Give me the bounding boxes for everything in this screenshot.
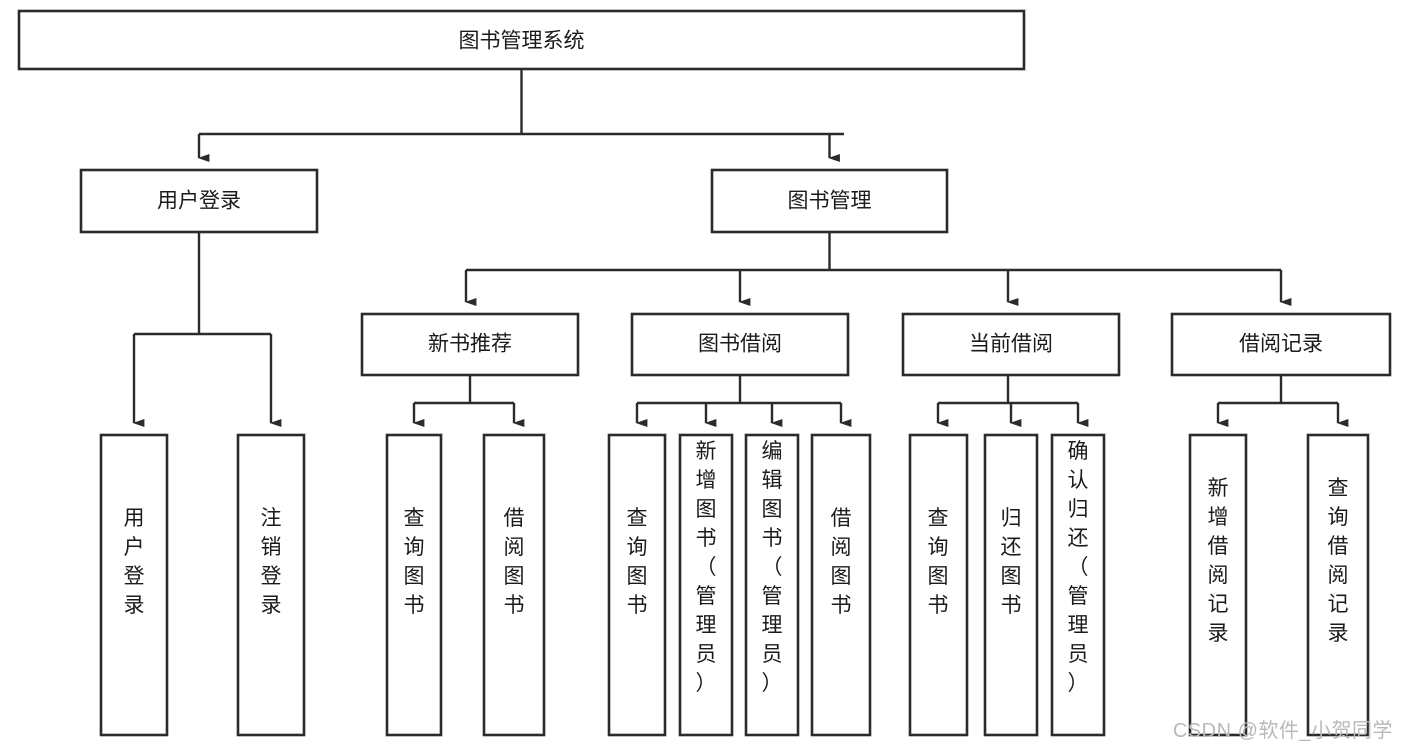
leaf-add-book-label: 新增图书（管理员）	[696, 440, 717, 695]
node-book-borrow-box[interactable]	[630, 312, 850, 377]
leaf-node[interactable]: 确认归还（管理员）	[1050, 433, 1106, 737]
leaf-add-borrow-record-label: 新增借阅记录	[1208, 477, 1229, 645]
leaf-node[interactable]: 借阅图书	[810, 433, 872, 737]
connector-group-book-borrow	[635, 375, 852, 428]
leaf-node[interactable]: 查询图书	[908, 433, 969, 737]
leaf-node[interactable]: 查询图书	[607, 433, 667, 737]
node-book-mgmt-label: 图书管理	[788, 190, 872, 213]
node-book-mgmt-box[interactable]	[710, 168, 949, 234]
node-root-box[interactable]	[17, 9, 1026, 71]
leaf-edit-book-label: 编辑图书（管理员）	[762, 440, 783, 695]
leaf-add-book-box[interactable]	[678, 433, 734, 737]
connector-group-current-borrow	[936, 375, 1089, 428]
leaf-borrow-book-box[interactable]	[810, 433, 872, 737]
leaf-node[interactable]: 新增借阅记录	[1188, 433, 1248, 737]
leaf-user-login-label: 用户登录	[124, 507, 145, 617]
node-root-label: 图书管理系统	[459, 30, 585, 53]
leaf-node[interactable]: 查询图书	[385, 433, 443, 737]
leaf-query-book-rec-box[interactable]	[385, 433, 443, 737]
leaf-borrow-book-label: 借阅图书	[831, 507, 852, 617]
leaf-node[interactable]: 编辑图书（管理员）	[744, 433, 800, 737]
node-user-login[interactable]: 用户登录	[79, 168, 319, 234]
node-new-book-rec-box[interactable]	[360, 312, 580, 377]
leaf-borrow-book-rec-label: 借阅图书	[504, 507, 525, 617]
leaf-query-book-borrow-box[interactable]	[607, 433, 667, 737]
connector-group-root	[197, 69, 844, 163]
leaf-node[interactable]: 归还图书	[983, 433, 1039, 737]
connector-group-user-login	[132, 232, 282, 428]
leaf-query-book-current-box[interactable]	[908, 433, 969, 737]
node-new-book-rec[interactable]: 新书推荐	[360, 312, 580, 377]
connector-group-borrow-record	[1216, 375, 1349, 428]
leaf-query-borrow-record-label: 查询借阅记录	[1328, 477, 1349, 645]
node-book-mgmt[interactable]: 图书管理	[710, 168, 949, 234]
leaf-confirm-return-label: 确认归还（管理员）	[1068, 440, 1089, 695]
leaf-user-login-box[interactable]	[99, 433, 169, 737]
leaf-node[interactable]: 注销登录	[236, 433, 306, 737]
node-borrow-record-box[interactable]	[1170, 312, 1392, 377]
leaf-query-book-borrow-label: 查询图书	[627, 507, 648, 617]
node-new-book-rec-label: 新书推荐	[428, 333, 512, 356]
leaf-edit-book-box[interactable]	[744, 433, 800, 737]
leaf-query-book-rec-label: 查询图书	[404, 507, 425, 617]
connector-group-new-book-rec	[412, 375, 525, 428]
leaf-node[interactable]: 查询借阅记录	[1306, 433, 1370, 737]
leaf-query-borrow-record-box[interactable]	[1306, 433, 1370, 737]
node-borrow-record[interactable]: 借阅记录	[1170, 312, 1392, 377]
leaf-query-book-current-label: 查询图书	[928, 507, 949, 617]
leaf-logout-label: 注销登录	[261, 507, 282, 617]
node-current-borrow[interactable]: 当前借阅	[901, 312, 1121, 377]
leaf-confirm-return-box[interactable]	[1050, 433, 1106, 737]
node-book-borrow[interactable]: 图书借阅	[630, 312, 850, 377]
leaf-borrow-book-rec-box[interactable]	[482, 433, 546, 737]
leaf-add-borrow-record-box[interactable]	[1188, 433, 1248, 737]
node-book-borrow-label: 图书借阅	[698, 333, 782, 356]
node-current-borrow-label: 当前借阅	[969, 333, 1053, 356]
node-user-login-label: 用户登录	[157, 190, 241, 213]
leaf-node[interactable]: 用户登录	[99, 433, 169, 737]
leaf-node[interactable]: 借阅图书	[482, 433, 546, 737]
connector-group-book-mgmt	[464, 232, 1292, 307]
leaf-node[interactable]: 新增图书（管理员）	[678, 433, 734, 737]
leaf-return-book-box[interactable]	[983, 433, 1039, 737]
node-root[interactable]: 图书管理系统	[17, 9, 1026, 71]
node-borrow-record-label: 借阅记录	[1239, 333, 1323, 356]
node-user-login-box[interactable]	[79, 168, 319, 234]
leaf-return-book-label: 归还图书	[1001, 507, 1022, 617]
leaf-logout-box[interactable]	[236, 433, 306, 737]
node-current-borrow-box[interactable]	[901, 312, 1121, 377]
